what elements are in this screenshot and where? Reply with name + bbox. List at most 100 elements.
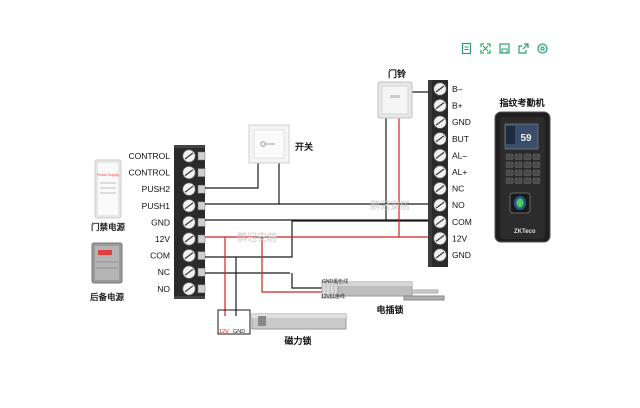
right-terminal-label: NC [452,184,464,194]
right-terminal-screw-slot [435,201,445,209]
keypad-key [532,169,541,176]
left-terminal-clamp [197,234,206,244]
expand-icon [480,43,491,54]
left-terminal-block [174,145,206,299]
left-terminal-screw-slot [184,202,194,210]
right-terminal-label: NO [452,200,465,210]
right-terminal-screw-slot [435,251,445,259]
right-terminal-screw-slot [435,151,445,159]
access-power-supply: Power Supply 门禁电源 [91,159,126,232]
exit-switch: 开关 [248,124,313,164]
attendance-label: 指纹考勤机 [499,97,544,108]
backup-power-supply: 后备电源 [90,242,125,302]
keypad-key [523,169,532,176]
left-terminal-label: NC [158,267,170,277]
access-power-brand: Power Supply [97,173,119,177]
doorbell: 门铃 [377,68,413,119]
left-terminal-label: COM [150,251,170,261]
left-terminal-clamp [197,251,206,260]
left-terminal-label: CONTROL [128,168,170,178]
switch-label: 开关 [295,141,313,152]
keypad-key [532,177,541,184]
left-terminal-label: 12V [155,234,170,244]
watermark-1: 鹏冠安居 [370,199,410,212]
keypad-key [514,153,523,160]
right-terminal-screw-slot [435,118,445,126]
right-terminal-screw-slot [435,102,445,110]
keypad-key [505,169,514,176]
black-wires [205,91,432,316]
right-terminal-label: AL+ [452,167,467,177]
left-terminal-clamp [197,201,206,211]
backup-power-label: 后备电源 [90,292,125,302]
right-terminal-screw-slot [435,135,445,143]
save-button[interactable] [495,40,514,57]
left-terminal-label: CONTROL [128,151,170,161]
left-terminal-clamp [197,218,206,227]
right-terminal-label: BUT [452,134,469,144]
right-terminal-label: 12V [452,233,467,243]
toolbar [457,40,552,57]
right-terminal-label: GND [452,250,471,260]
keypad-key [514,169,523,176]
left-terminal-screw-slot [184,218,194,226]
keypad-key [514,177,523,184]
left-terminal-clamp [197,184,206,194]
right-terminal-label: AL– [452,150,467,160]
right-terminal-screw-slot [435,168,445,176]
left-terminal-clamp [197,284,206,294]
expand-button[interactable] [476,40,495,57]
maglock-12v-label: 12V [219,329,229,335]
magnetic-lock: 12V GND 磁力锁 [217,309,347,346]
keypad-key [523,177,532,184]
left-terminal-screw-slot [184,285,194,293]
attendance-brand: ZKTeco [514,229,536,235]
access-power-label: 门禁电源 [91,222,126,232]
right-terminal-screw-slot [435,234,445,242]
magnetic-lock-label: 磁力锁 [284,335,311,346]
attendance-screen: 59 [520,133,532,144]
right-terminal-screw-slot [435,185,445,193]
left-terminal-label: GND [151,217,170,227]
electric-lock: GND黑色线 12V红色线 电插锁 [321,278,445,315]
left-terminal-label: PUSH1 [142,201,171,211]
keypad-key [532,153,541,160]
save-icon [499,43,510,54]
keypad-key [523,153,532,160]
document-button[interactable] [457,40,476,57]
fingerprint-terminal: 指纹考勤机 59 ZKTeco [494,97,551,243]
left-terminal-screw-slot [184,152,194,160]
wire-gnd-label: GND黑色线 [322,278,348,285]
left-terminal-clamp [197,168,206,177]
right-terminal-label: B+ [452,101,463,111]
share-icon [518,43,529,54]
keypad-key [523,161,532,168]
right-terminal-screw-slot [435,85,445,93]
left-terminal-screw-slot [184,252,194,260]
left-terminal-screw-slot [184,169,194,177]
right-terminal-block [428,80,448,267]
left-terminal-clamp [197,267,206,277]
right-terminal-label: GND [452,117,471,127]
watermark-2: 鹏冠安居 [237,231,277,244]
left-terminal-screw-slot [184,185,194,193]
left-terminal-screw-slot [184,268,194,276]
keypad-key [505,161,514,168]
keypad-key [532,161,541,168]
maglock-gnd-label: GND [233,329,245,335]
keypad-key [505,177,514,184]
right-terminal-screw-slot [435,218,445,226]
left-terminal-label: NO [157,284,170,294]
document-icon [461,42,472,55]
settings-button[interactable] [533,40,552,57]
right-terminal-label: B– [452,84,463,94]
wire-12v-label: 12V红色线 [321,293,345,300]
settings-icon [537,43,548,54]
left-terminal-clamp [197,151,206,161]
electric-lock-label: 电插锁 [376,304,403,315]
keypad-key [505,153,514,160]
share-button[interactable] [514,40,533,57]
left-terminal-screw-slot [184,235,194,243]
keypad-key [514,161,523,168]
